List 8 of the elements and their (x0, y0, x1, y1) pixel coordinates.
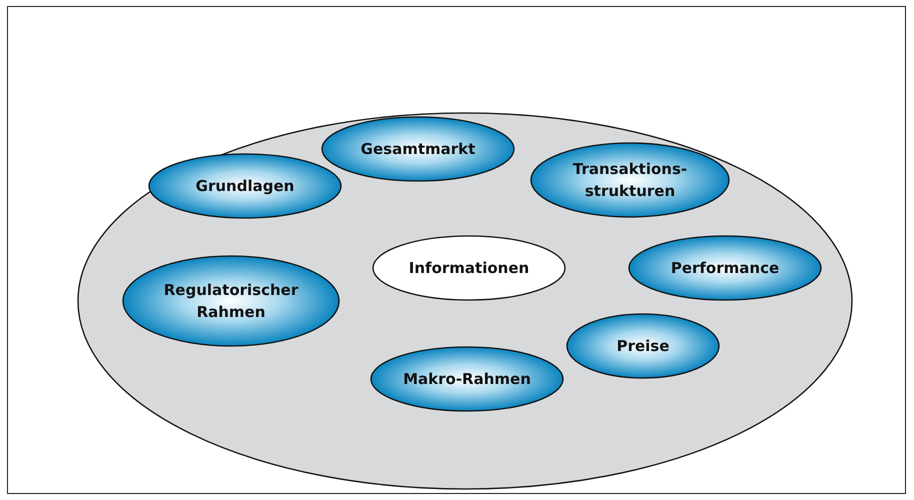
topic-label: Regulatorischer Rahmen (162, 280, 300, 323)
topic-label: Preise (616, 336, 670, 357)
topic-label: Gesamtmarkt (360, 139, 476, 160)
topic-label: Informationen (408, 258, 530, 279)
topic-label: Performance (670, 258, 780, 279)
topic-label: Makro-Rahmen (402, 369, 532, 390)
topic-label: Grundlagen (194, 176, 296, 197)
topic-label: Transaktions- strukturen (572, 159, 688, 202)
